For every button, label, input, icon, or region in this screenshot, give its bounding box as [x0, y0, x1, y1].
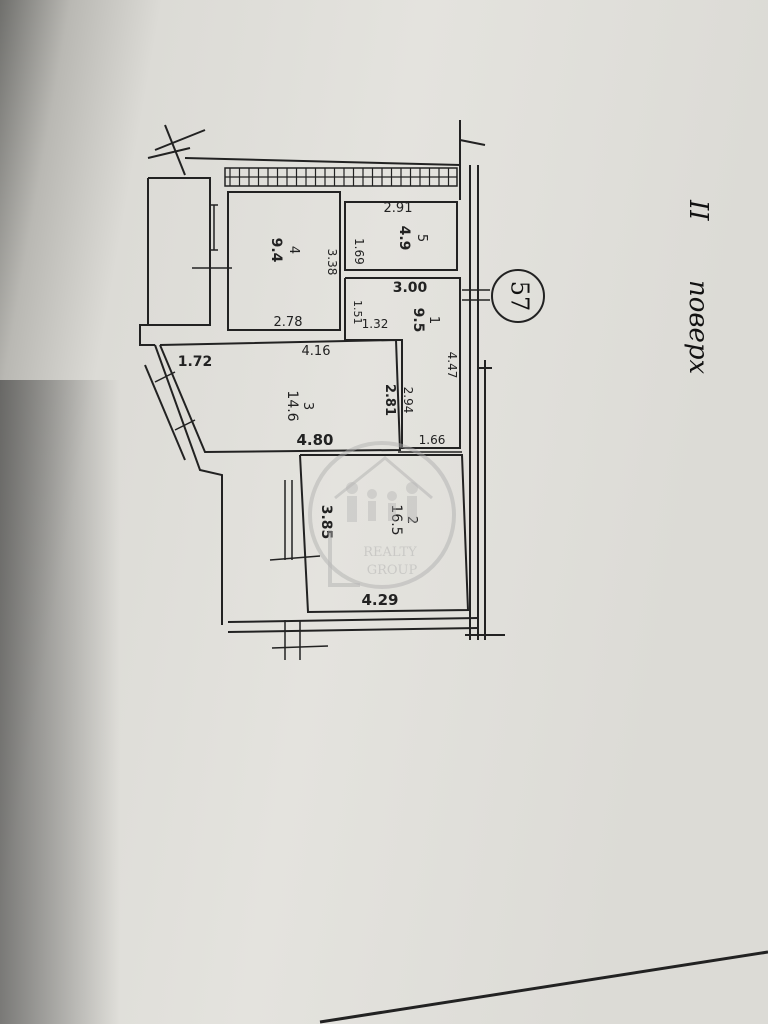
- room-1-area: 9.5: [410, 308, 426, 333]
- watermark-line1: REALTY: [363, 545, 417, 560]
- room-1-number: 1: [426, 316, 441, 324]
- room-5-dim-b: 1.69: [352, 238, 366, 265]
- photo-shadow: [0, 380, 120, 1024]
- room-1-outline: [344, 277, 461, 449]
- room-5-number: 5: [414, 234, 429, 242]
- watermark-line2: GROUP: [367, 563, 418, 578]
- room-2-dim-c: 1.66: [419, 433, 446, 447]
- room-4-outline: [227, 191, 341, 331]
- floor-note: II поверх: [683, 199, 713, 375]
- room-walls: [159, 191, 470, 614]
- plan-number-badge: 57: [491, 269, 545, 323]
- floor-word: поверх: [683, 280, 713, 375]
- radiator-strip: [224, 167, 458, 187]
- room-2-dim-b: 4.29: [361, 591, 398, 609]
- outer-walls: [139, 120, 505, 640]
- window-marks: [154, 204, 490, 660]
- people-icon: [346, 482, 418, 522]
- plan-number: 57: [506, 281, 534, 312]
- page-edge: [319, 950, 768, 1024]
- room-1-dim-a: 3.00: [393, 280, 428, 296]
- room-5-area: 4.9: [396, 226, 412, 251]
- room-4-area: 9.4: [268, 238, 284, 263]
- watermark-logo: REALTY GROUP: [308, 441, 456, 589]
- room-3-dim-d: 1.72: [178, 354, 213, 370]
- room-4-number: 4: [286, 246, 301, 254]
- room-3-dim-a: 4.16: [302, 344, 331, 359]
- room-2-number: 2: [404, 516, 419, 524]
- room-3-dim-c: 4.80: [296, 431, 333, 449]
- room-2-area: 16.5: [388, 504, 404, 535]
- room-2-outline: [299, 454, 470, 614]
- floor-mark: II: [683, 199, 713, 221]
- room-1-dim-c: 1.32: [362, 317, 389, 331]
- room-5-dim-a: 2.91: [384, 201, 413, 216]
- room-2-dim-a: 3.85: [318, 505, 334, 540]
- room-1-dim-d: 4.47: [445, 352, 459, 379]
- room-1-dim-b: 1.51: [351, 300, 364, 325]
- room-4-dim-a: 3.38: [325, 249, 339, 276]
- room-3-dim-b: 2.81: [382, 384, 397, 416]
- room-3-area: 14.6: [284, 390, 300, 421]
- room-4-dim-b: 2.78: [274, 315, 303, 330]
- room-1-dim-e: 2.94: [401, 387, 415, 414]
- room-3-outline: [159, 338, 402, 454]
- room-3-number: 3: [300, 402, 315, 410]
- room-5-outline: [344, 201, 458, 271]
